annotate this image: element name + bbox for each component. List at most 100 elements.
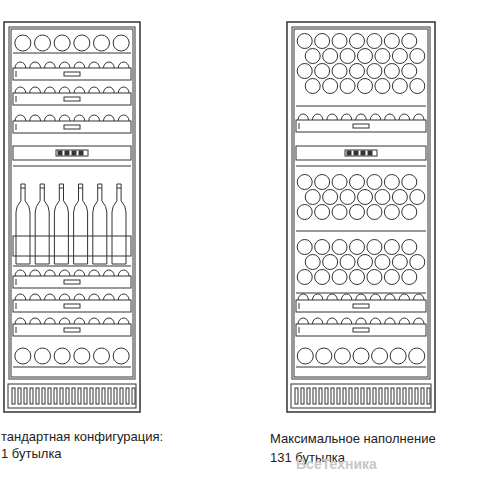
- shelf-bottle: [414, 294, 424, 300]
- bottle-cap: [98, 188, 102, 189]
- bottle-end: [410, 255, 425, 270]
- bottle-end: [340, 190, 355, 205]
- zone-divider: [13, 166, 131, 167]
- bottle-end: [358, 49, 373, 64]
- bottle-end: [410, 79, 425, 94]
- bottle-end: [402, 175, 417, 190]
- shelf-bottle: [118, 115, 129, 121]
- bottle-end: [113, 348, 129, 364]
- vent-slot: [397, 388, 400, 404]
- control-panel: [13, 146, 131, 160]
- shelf: [296, 293, 426, 294]
- shelf-bottle: [104, 87, 115, 93]
- bottle-end: [372, 348, 388, 364]
- shelf-front: [13, 93, 131, 105]
- bottle-end: [402, 34, 417, 49]
- shelf-bottle: [104, 294, 115, 300]
- shelf-bottle: [327, 318, 337, 324]
- shelf-bottle: [356, 114, 366, 120]
- bottle-end: [297, 34, 312, 49]
- vent-slot: [66, 388, 69, 404]
- bottle-end: [367, 64, 382, 79]
- bottle-end: [316, 348, 332, 364]
- shelf-bottle: [312, 294, 322, 300]
- vent-grille: [8, 384, 136, 408]
- shelf-bottle: [370, 294, 380, 300]
- shelf-bottle: [104, 318, 115, 324]
- display-button: [361, 151, 365, 155]
- bottle-end: [392, 190, 407, 205]
- vent-slot: [126, 388, 129, 404]
- bottle-end: [384, 205, 399, 220]
- vent-slot: [403, 388, 406, 404]
- shelf-bottle: [59, 318, 70, 324]
- bottle-count: 1 бутылка: [1, 446, 62, 462]
- shelf-bottle: [298, 294, 308, 300]
- bottle-end: [332, 64, 347, 79]
- shelf-label: [64, 125, 80, 129]
- shelf-label: [64, 97, 80, 101]
- vent-slot: [391, 388, 394, 404]
- vent-slot: [367, 388, 370, 404]
- shelf-label: [64, 304, 80, 308]
- bottle-end: [323, 190, 338, 205]
- cabinet-housing: [287, 22, 435, 412]
- shelf-bottle: [89, 294, 100, 300]
- bottle-end: [315, 205, 330, 220]
- shelf-bottle: [74, 87, 85, 93]
- shelf-bottle: [118, 318, 129, 324]
- bottle-end: [392, 49, 407, 64]
- shelf-bottle: [385, 294, 395, 300]
- shelf-bottle: [74, 318, 85, 324]
- bottle-end: [367, 240, 382, 255]
- bottle-end: [410, 190, 425, 205]
- config-caption: тандартная конфигурация:: [1, 429, 163, 445]
- display-button: [354, 151, 358, 155]
- shelf-bottle: [59, 115, 70, 121]
- vent-slot: [96, 388, 99, 404]
- shelf-bottle: [15, 318, 26, 324]
- shelf-bottle: [59, 270, 70, 276]
- vent-slot: [373, 388, 376, 404]
- shelf-bottle: [89, 62, 100, 68]
- shelf-bottle: [15, 87, 26, 93]
- shelf-bottle: [399, 318, 409, 324]
- shelf-handle: [299, 303, 300, 309]
- shelf-bottle: [15, 115, 26, 121]
- shelf-bottle: [341, 318, 351, 324]
- shelf-front: [13, 276, 131, 288]
- display-button: [79, 151, 83, 155]
- bottle-end: [375, 255, 390, 270]
- vent-slot: [120, 388, 123, 404]
- vent-slot: [295, 388, 298, 404]
- bottle-end: [297, 270, 312, 285]
- bottle-end: [323, 49, 338, 64]
- bottle-end: [74, 348, 90, 364]
- display-button: [58, 151, 62, 155]
- config-caption: Максимальное наполнение: [270, 431, 436, 447]
- vent-slot: [108, 388, 111, 404]
- door-inner-frame: [294, 29, 428, 377]
- vent-slot: [42, 388, 45, 404]
- shelf-label: [353, 304, 369, 308]
- vent-slot: [313, 388, 316, 404]
- shelf-handle: [16, 124, 17, 130]
- shelf-front: [296, 324, 426, 336]
- bottle-cap: [21, 188, 25, 189]
- vent-slot: [78, 388, 81, 404]
- vent-slot: [301, 388, 304, 404]
- shelf-front: [13, 68, 131, 80]
- vent-slot: [379, 388, 382, 404]
- shelf-label: [64, 72, 80, 76]
- vent-slot: [307, 388, 310, 404]
- shelf-bottle: [30, 62, 41, 68]
- bottle-end: [358, 79, 373, 94]
- glass-door: [292, 27, 430, 379]
- bottle-end: [350, 34, 365, 49]
- bottle-end: [384, 240, 399, 255]
- vent-slot: [409, 388, 412, 404]
- vent-slot: [325, 388, 328, 404]
- shelf-bottle: [74, 62, 85, 68]
- vent-slot: [84, 388, 87, 404]
- bottle-end: [113, 35, 129, 51]
